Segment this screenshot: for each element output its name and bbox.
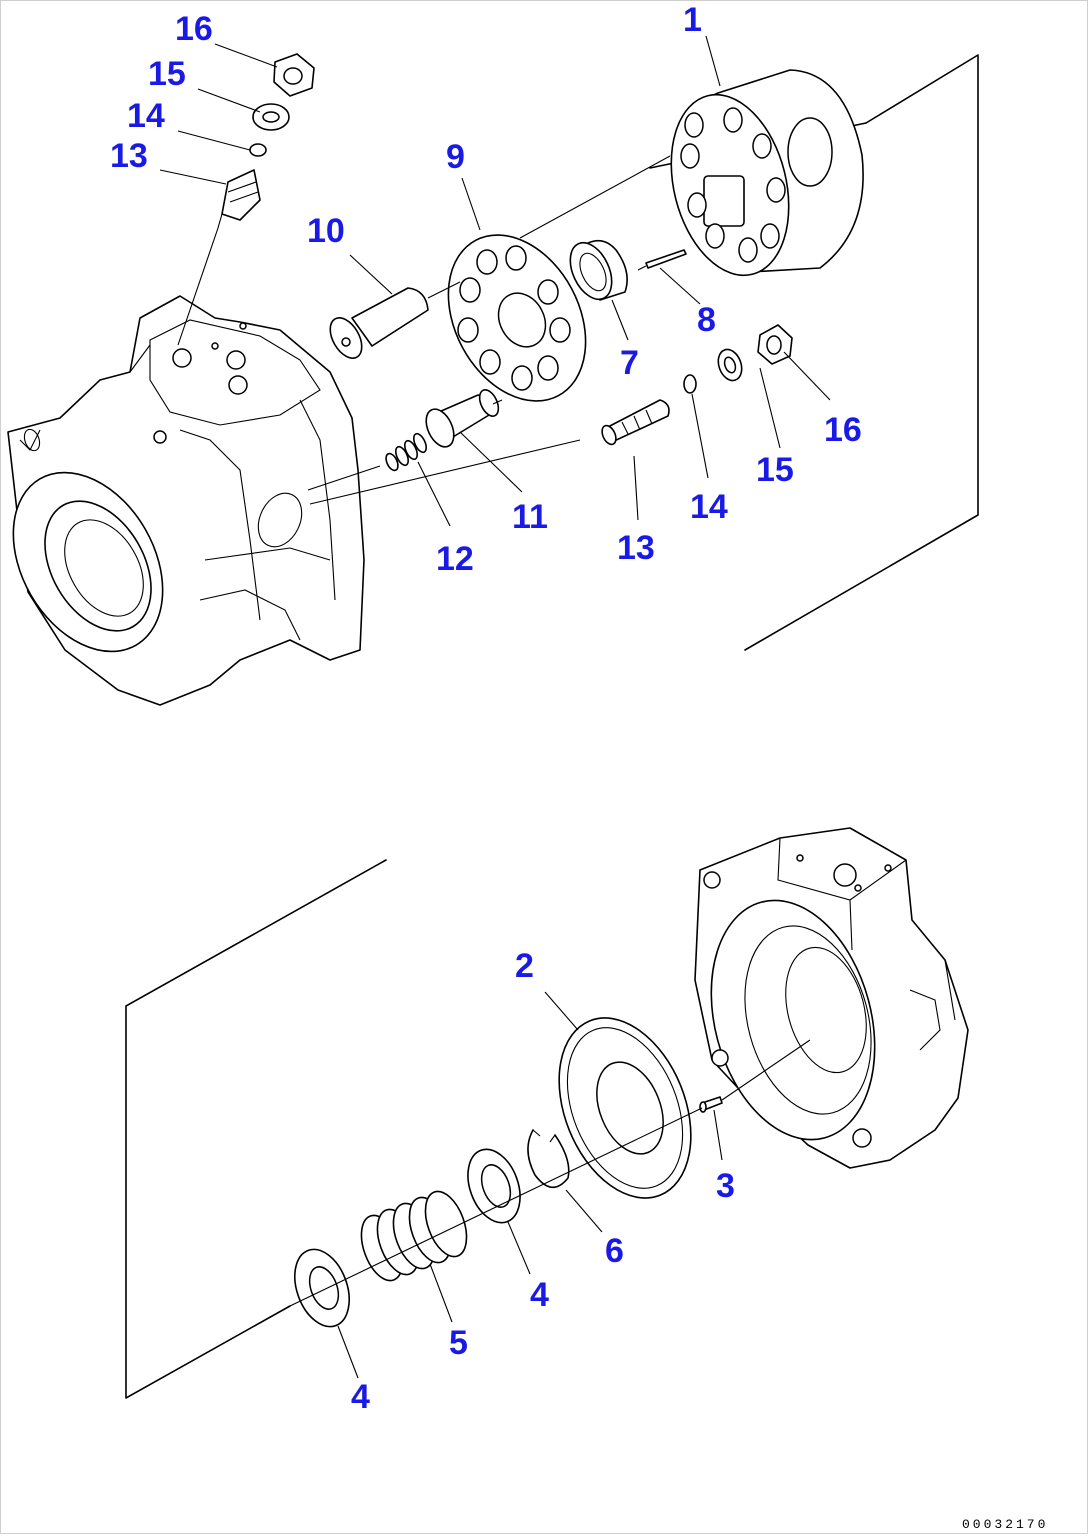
callout-14-left: 14 (127, 97, 165, 135)
callout-15-left: 15 (148, 55, 186, 93)
end-cover-housing (694, 827, 969, 1169)
part-6-snap-ring (527, 1129, 570, 1189)
bottom-assembly (125, 827, 969, 1399)
callout-16-left: 16 (175, 10, 213, 48)
callout-numbers: 1 16 15 14 13 9 10 8 7 16 15 14 11 13 12… (110, 1, 862, 1416)
callout-9: 9 (446, 138, 465, 176)
part-14-o-ring-left (249, 143, 267, 157)
callout-5: 5 (449, 1324, 468, 1362)
part-11-sleeve (425, 389, 500, 448)
callout-14-right: 14 (690, 488, 728, 526)
part-12-spring (385, 432, 427, 472)
bottom-assembly-plane (125, 859, 387, 1399)
part-4-seat-left (294, 1248, 350, 1328)
callout-13-left: 13 (110, 137, 148, 175)
callout-15-right: 15 (756, 451, 794, 489)
part-16-nut-left (273, 53, 315, 97)
part-4-seat-right (467, 1148, 521, 1224)
callout-1: 1 (683, 1, 702, 39)
part-14-o-ring-right (683, 374, 697, 394)
top-assembly-axis-lines (177, 155, 671, 505)
drawing-code: 00032170 (962, 1517, 1048, 1532)
bottom-assembly-axis-line (289, 1039, 811, 1307)
callout-7: 7 (620, 344, 639, 382)
part-13-plug-right (601, 399, 670, 446)
part-10-spool (329, 287, 429, 359)
bottom-assembly-leader-lines (337, 991, 723, 1379)
callout-8: 8 (697, 301, 716, 339)
callout-4-left: 4 (351, 1378, 370, 1416)
callout-4-right: 4 (530, 1276, 549, 1314)
part-1-cylinder-block (670, 69, 864, 277)
part-3-pin (699, 1096, 723, 1113)
part-15-washer-left (252, 103, 290, 131)
callout-3: 3 (716, 1167, 735, 1205)
part-5-spring (360, 1190, 468, 1282)
part-8-pin (645, 249, 687, 269)
callout-16-right: 16 (824, 411, 862, 449)
callout-11: 11 (512, 498, 548, 536)
part-13-plug-left (217, 169, 261, 229)
part-16-nut-right (757, 324, 793, 365)
part-15-washer-right (717, 348, 743, 382)
callout-2: 2 (515, 947, 534, 985)
callout-13-right: 13 (617, 529, 655, 567)
callout-10: 10 (307, 212, 345, 250)
top-assembly-leader-lines (159, 35, 831, 527)
callout-12: 12 (436, 540, 474, 578)
callout-6: 6 (605, 1232, 624, 1270)
part-2-swash-plate (558, 1017, 692, 1199)
top-assembly (7, 35, 979, 706)
part-9-valve-plate (447, 234, 587, 402)
part-7-bearing (569, 239, 628, 301)
pump-case-body (7, 295, 365, 706)
